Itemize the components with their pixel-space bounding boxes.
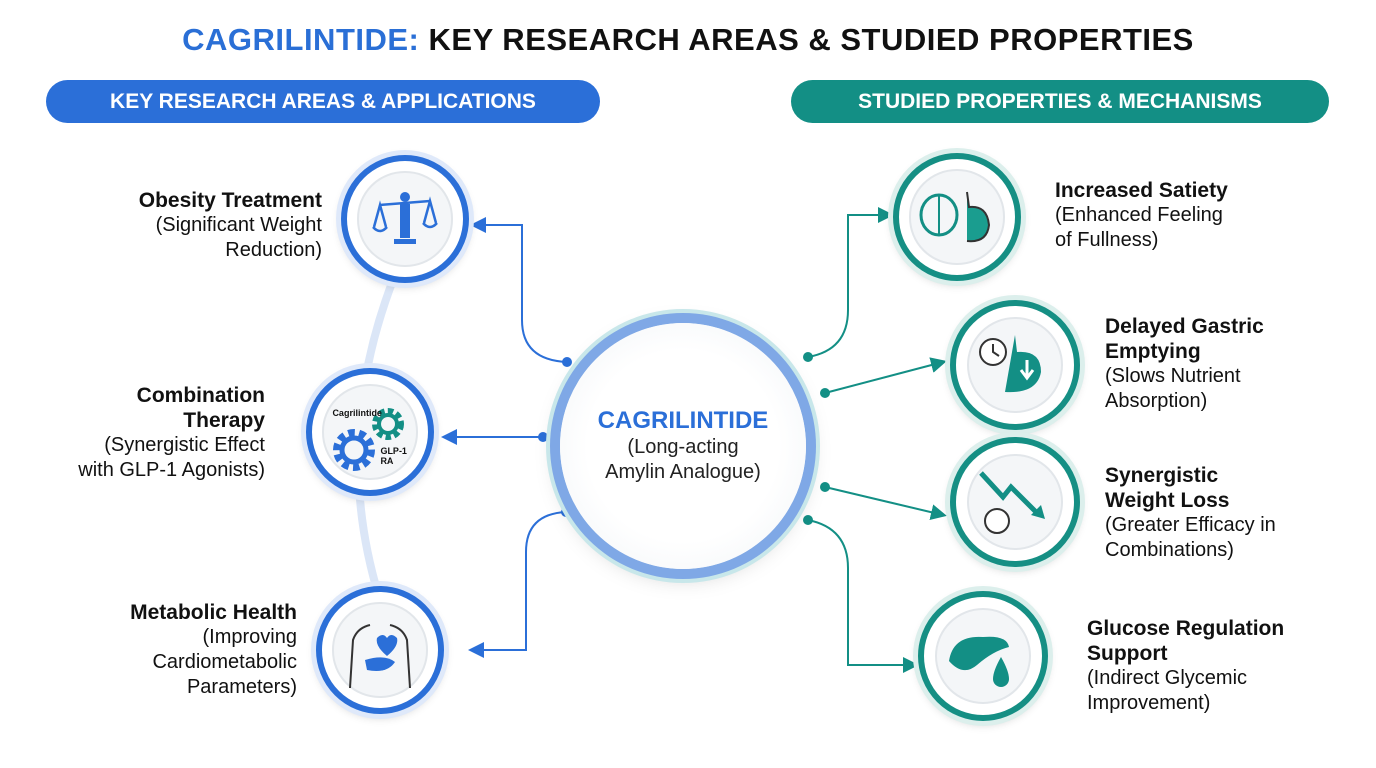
glucose-regulation-circle [918, 591, 1048, 721]
clock-stomach-icon [979, 335, 1041, 393]
brain-stomach-icon [919, 191, 990, 243]
body-heart-liver-icon [348, 624, 411, 689]
page-title: CAGRILINTIDE: KEY RESEARCH AREAS & STUDI… [182, 22, 1194, 57]
left-section-header: KEY RESEARCH AREAS & APPLICATIONS [46, 80, 600, 123]
increased-satiety-circle [893, 153, 1021, 281]
balance-scale-icon [372, 191, 438, 244]
synergistic-weight-loss-circle [950, 437, 1080, 567]
delayed-gastric-emptying-circle [950, 300, 1080, 430]
metabolic-health-circle [316, 586, 444, 714]
pancreas-drop-icon [949, 636, 1009, 687]
downtrend-fat-cell-icon [979, 471, 1045, 534]
obesity-treatment-circle [341, 155, 469, 283]
combination-therapy-circle: Cagrilintide GLP-1 RA [306, 368, 434, 496]
center-hub: CAGRILINTIDE (Long-acting Amylin Analogu… [560, 323, 806, 569]
gears-icon [333, 408, 404, 472]
right-section-header: STUDIED PROPERTIES & MECHANISMS [791, 80, 1329, 123]
